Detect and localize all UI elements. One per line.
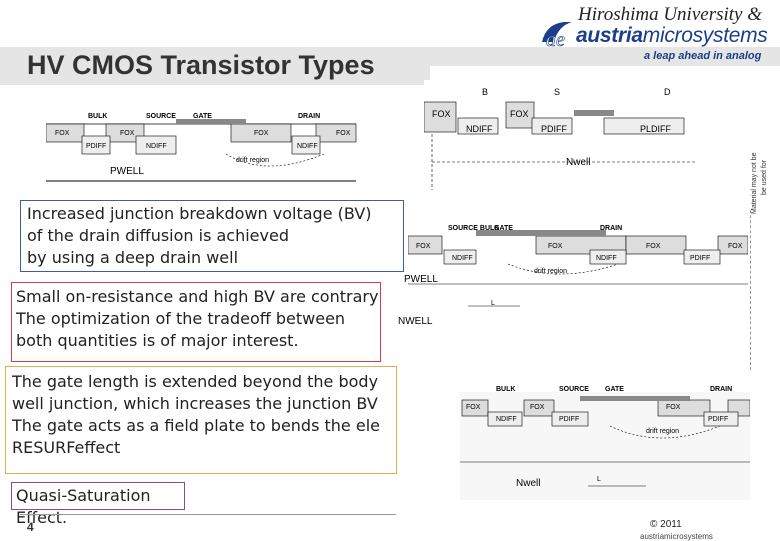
tr-fox-1: FOX [432,109,451,119]
note-blue-line-2: of the drain diffusion is achieved [27,226,289,245]
bot-l-label: L [597,476,601,483]
footer-rule [20,514,396,515]
tr-s-label: S [554,87,561,97]
note-quasi-saturation: Quasi-Saturation Effect. [11,482,185,527]
mid-fox-1: FOX [416,243,431,250]
tl-drift-region: drift region [236,157,270,164]
mid-gate-label: GATE [494,225,513,232]
side-note-1: Material may not be [751,152,758,214]
top-left-cross-section [46,119,357,182]
mid-pdiff: PDIFF [690,255,711,262]
university-name: Hiroshima University & [578,4,763,25]
bot-pdiff-1: PDIFF [559,416,580,423]
tl-source-label: SOURCE [146,113,176,120]
tl-fox-4: FOX [336,130,351,137]
ams-logo-icon: ae [542,22,572,50]
note-blue-line-3: by using a deep drain well [27,248,239,267]
mid-drift-region: drift region [534,268,568,275]
mid-l-label: L [491,300,495,307]
svg-text:ae: ae [546,29,565,50]
copyright: © 2011 [650,519,682,530]
mid-source-bulk-label: SOURCE BULK [448,225,500,232]
tl-bulk-label: BULK [88,113,108,120]
tl-fox-3: FOX [254,130,269,137]
bot-source-label: SOURCE [559,386,589,393]
note-red-line-1: Small on-resistance and high BV are cont… [16,287,379,306]
bot-pdiff-2: PDIFF [708,416,729,423]
bot-drain-label: DRAIN [710,386,733,393]
tr-d-label: D [664,87,671,97]
tr-pldiff: PLDIFF [640,124,672,134]
note-junction-breakdown: Increased junction breakdown voltage (BV… [20,200,404,272]
side-note-rule [750,210,779,370]
tr-pdiff: PDIFF [541,124,567,134]
mid-fox-4: FOX [728,243,743,250]
bot-bulk-label: BULK [496,386,516,393]
note-gold-line-4: RESURFeffect [12,438,121,457]
copyright-company: austriamicrosystems [640,532,713,541]
mid-ndiff-1: NDIFF [452,255,473,262]
tl-fox-1: FOX [55,130,70,137]
tl-ndiff-2: NDIFF [297,143,318,150]
note-gold-line-1: The gate length is extended beyond the b… [12,372,379,391]
bot-well-label: Nwell [516,478,541,489]
note-on-resistance: Small on-resistance and high BV are cont… [11,282,381,362]
logo-bar [430,47,780,66]
tl-well-label: PWELL [110,166,144,177]
tr-fox-2: FOX [510,109,529,119]
tl-fox-2: FOX [120,130,135,137]
mid-drain-label: DRAIN [600,225,623,232]
bot-drift-region: drift region [646,428,680,435]
note-blue-line-1: Increased junction breakdown voltage (BV… [27,204,372,223]
tl-gate-label: GATE [193,113,212,120]
side-note-2: be used for [761,159,768,195]
tr-ndiff: NDIFF [466,124,493,134]
tl-ndiff-1: NDIFF [146,143,167,150]
bot-fox-2: FOX [530,404,545,411]
note-gold-line-3: The gate acts as a field plate to bends … [12,416,380,435]
mid-fox-3: FOX [646,243,661,250]
tl-pdiff: PDIFF [86,143,107,150]
mid-fox-2: FOX [548,243,563,250]
tr-well-label: Nwell [566,157,591,168]
bot-fox-1: FOX [466,404,481,411]
note-field-plate: The gate length is extended beyond the b… [5,366,397,474]
tr-b-label: B [482,87,489,97]
tl-drain-label: DRAIN [298,113,321,120]
middle-cross-section [408,230,748,307]
mid-nwell-label: NWELL [398,316,433,327]
mid-ndiff-2: NDIFF [596,255,617,262]
brand-tagline: a leap ahead in analog [644,50,762,62]
bot-gate-label: GATE [605,386,624,393]
note-red-line-3: both quantities is of major interest. [16,331,299,350]
mid-pwell-label: PWELL [404,274,438,285]
title-bar [0,47,430,85]
brand-name: austriamicrosystems [576,24,768,47]
bottom-cross-section [460,392,750,500]
page-number: 4 [27,520,34,534]
bot-fox-3: FOX [666,404,681,411]
top-right-cross-section [424,80,696,192]
note-gold-line-2: well junction, which increases the junct… [12,394,378,413]
slide-title: HV CMOS Transistor Types [27,50,375,80]
bot-ndiff: NDIFF [496,416,517,423]
note-red-line-2: The optimization of the tradeoff between [16,309,346,328]
